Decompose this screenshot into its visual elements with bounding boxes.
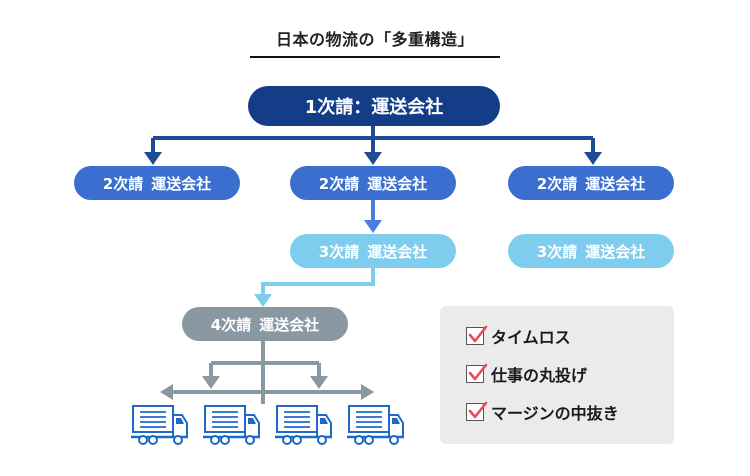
tier3-box-center: 3次請運送会社 [290, 234, 456, 268]
checkbox-checked-icon [466, 325, 488, 345]
tier2-label: 2次請 [318, 174, 360, 193]
tier2-label: 2次請 [536, 174, 578, 193]
tier4-label: 4次請 [210, 315, 252, 334]
tier3-company: 運送会社 [585, 242, 646, 261]
truck-icon [273, 404, 334, 446]
tier1-label: 1次請：運送会社 [304, 97, 444, 118]
connector-tier2-tier3 [364, 200, 382, 233]
issue-label: タイムロス [491, 328, 571, 347]
tier2-box-right: 2次請運送会社 [508, 166, 674, 200]
tier3-box-right: 3次請運送会社 [508, 234, 674, 268]
issue-item: 仕事の丸投げ [466, 362, 587, 386]
issue-item: マージンの中抜き [466, 400, 619, 424]
tier2-label: 2次請 [102, 174, 144, 193]
checkbox-checked-icon [466, 363, 488, 383]
tier2-box-left: 2次請運送会社 [74, 166, 240, 200]
truck-icon [201, 404, 262, 446]
tier2-company: 運送会社 [585, 174, 646, 193]
tier4-company: 運送会社 [259, 315, 320, 334]
title-underline [250, 56, 500, 58]
tier3-label: 3次請 [318, 242, 360, 261]
issue-item: タイムロス [466, 324, 571, 348]
connector-tier4-trucks [160, 340, 374, 404]
issue-label: 仕事の丸投げ [491, 366, 588, 385]
connector-tier1-tier2 [144, 126, 602, 165]
connector-tier3-tier4 [254, 268, 375, 307]
truck-icon [129, 404, 190, 446]
tier2-company: 運送会社 [367, 174, 428, 193]
tier2-box-center: 2次請運送会社 [290, 166, 456, 200]
truck-icon [345, 404, 406, 446]
tier3-label: 3次請 [536, 242, 578, 261]
tier2-company: 運送会社 [151, 174, 212, 193]
tier4-box: 4次請運送会社 [182, 307, 348, 341]
tier1-box: 1次請：運送会社 [248, 86, 500, 126]
issue-label: マージンの中抜き [491, 404, 619, 423]
checkbox-checked-icon [466, 401, 488, 421]
tier3-company: 運送会社 [367, 242, 428, 261]
diagram-title: 日本の物流の「多重構造」 [275, 30, 474, 49]
issues-box: タイムロス 仕事の丸投げ マージンの中抜き [440, 306, 674, 444]
